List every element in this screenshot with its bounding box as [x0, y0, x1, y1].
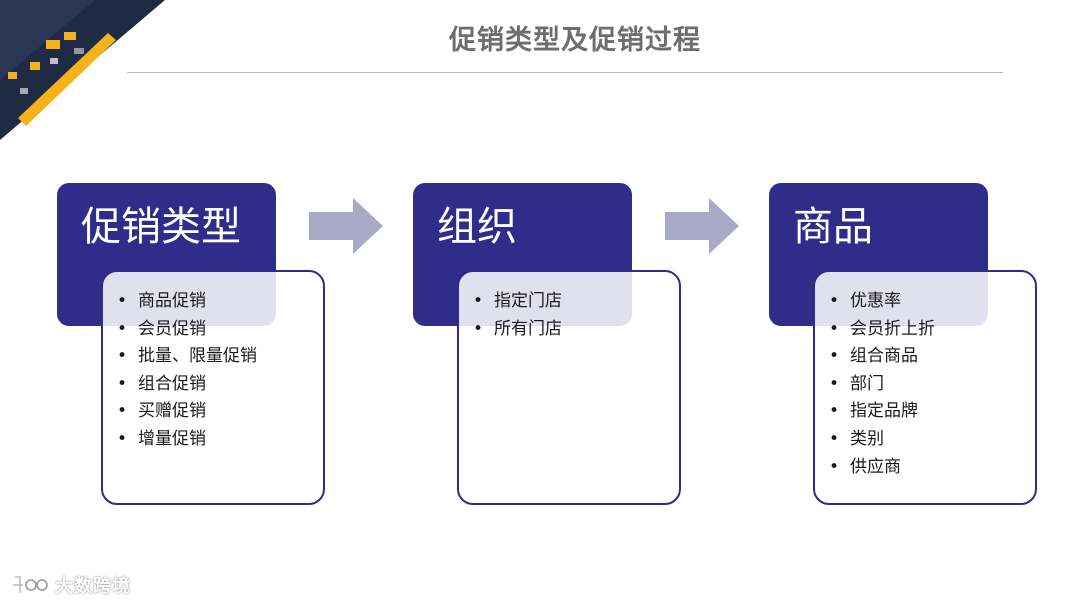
- right-arrow-icon: [665, 198, 739, 254]
- stage-item-list: 商品促销 会员促销 批量、限量促销 组合促销 买赠促销 增量促销: [117, 288, 257, 454]
- list-item: 供应商: [829, 454, 935, 482]
- stage-promotion-type: 促销类型 商品促销 会员促销 批量、限量促销 组合促销 买赠促销 增量促销: [57, 183, 337, 505]
- list-item: 组合促销: [117, 371, 257, 399]
- stage-products: 商品 优惠率 会员折上折 组合商品 部门 指定品牌 类别 供应商: [769, 183, 1049, 505]
- list-item: 所有门店: [473, 316, 562, 344]
- stage-header-label: 组织: [437, 204, 517, 250]
- watermark-text: 大数跨境: [55, 576, 131, 597]
- stage-list-box: 优惠率 会员折上折 组合商品 部门 指定品牌 类别 供应商: [813, 270, 1037, 505]
- list-item: 商品促销: [117, 288, 257, 316]
- watermark: 大数跨境: [11, 572, 131, 598]
- stage-header-label: 商品: [793, 204, 873, 250]
- list-item: 组合商品: [829, 343, 935, 371]
- list-item: 指定品牌: [829, 398, 935, 426]
- stage-organization: 组织 指定门店 所有门店: [413, 183, 693, 505]
- list-item: 优惠率: [829, 288, 935, 316]
- logo-icon: [13, 575, 48, 593]
- list-item: 批量、限量促销: [117, 343, 257, 371]
- stage-list-box: 商品促销 会员促销 批量、限量促销 组合促销 买赠促销 增量促销: [101, 270, 325, 505]
- page-title: 促销类型及促销过程: [449, 25, 701, 56]
- stage-list-box: 指定门店 所有门店: [457, 270, 681, 505]
- list-item: 买赠促销: [117, 398, 257, 426]
- list-item: 部门: [829, 371, 935, 399]
- title-divider: [127, 72, 1003, 73]
- list-item: 会员折上折: [829, 316, 935, 344]
- right-arrow-icon: [309, 198, 383, 254]
- corner-decoration: [0, 0, 165, 140]
- list-item: 增量促销: [117, 426, 257, 454]
- list-item: 类别: [829, 426, 935, 454]
- list-item: 指定门店: [473, 288, 562, 316]
- list-item: 会员促销: [117, 316, 257, 344]
- stage-item-list: 优惠率 会员折上折 组合商品 部门 指定品牌 类别 供应商: [829, 288, 935, 481]
- stage-header-label: 促销类型: [81, 204, 241, 250]
- stage-item-list: 指定门店 所有门店: [473, 288, 562, 343]
